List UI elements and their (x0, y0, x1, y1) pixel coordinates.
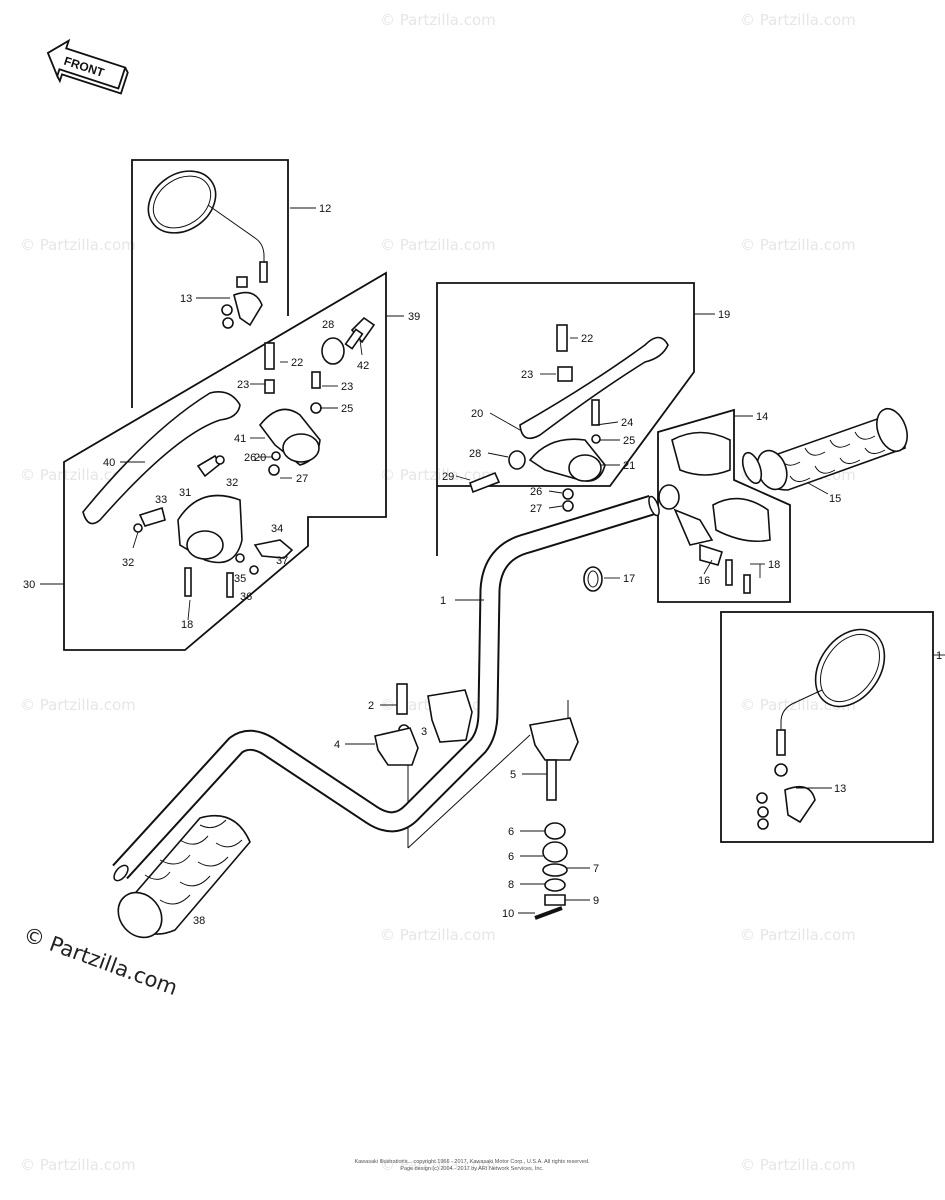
clamp-right-lower (529, 717, 579, 920)
frame-right-lever-assembly (436, 282, 695, 556)
callout-15: 15 (829, 493, 841, 505)
callout-2: 2 (368, 700, 374, 712)
front-arrow: FRONT (46, 38, 129, 95)
callout-33: 33 (155, 494, 167, 506)
callout-4: 4 (334, 739, 340, 751)
callout-3: 3 (421, 726, 427, 738)
watermark: © Partzilla.com (740, 1156, 856, 1174)
frame-left-switch-assembly (63, 271, 387, 651)
callout-9: 9 (593, 895, 599, 907)
left-lever (82, 391, 241, 525)
watermark: © Partzilla.com (740, 11, 856, 29)
callout-5: 5 (510, 769, 516, 781)
left-lever-holder (258, 342, 322, 476)
watermark: © Partzilla.com (380, 926, 496, 944)
footer: Kawasaki Illustrations... copyright 1966… (354, 1159, 590, 1172)
callout-16: 16 (698, 575, 710, 587)
callout-31: 31 (179, 487, 191, 499)
callout-22: 22 (581, 333, 593, 345)
watermark: © Partzilla.com (20, 1156, 136, 1174)
callout-23: 23 (521, 369, 533, 381)
callout-13: 13 (834, 783, 846, 795)
callout-21: 21 (623, 460, 635, 472)
callout-38: 38 (193, 915, 205, 927)
handlebar (112, 494, 660, 882)
callout-40: 40 (103, 457, 115, 469)
callout-26: 26 (244, 452, 256, 464)
callout-20: 20 (471, 408, 483, 420)
callout-23: 23 (341, 381, 353, 393)
callout-32: 32 (226, 477, 238, 489)
callout-24: 24 (621, 417, 633, 429)
frame-right-mirror (720, 611, 934, 843)
left-mirror-bracket (221, 276, 263, 329)
callout-34: 34 (271, 523, 283, 535)
callout-1: 1 (936, 650, 942, 662)
o-ring (583, 566, 603, 592)
callout-27: 27 (296, 473, 308, 485)
callout-28: 28 (322, 319, 334, 331)
callout-7: 7 (593, 863, 599, 875)
callout-12: 12 (319, 203, 331, 215)
watermark: © Partzilla.com (740, 236, 856, 254)
callout-25: 25 (623, 435, 635, 447)
callout-30: 30 (23, 579, 35, 591)
callout-6: 6 (508, 851, 514, 863)
watermark: © Partzilla.com (380, 11, 496, 29)
callout-10: 10 (502, 908, 514, 920)
callout-6: 6 (508, 826, 514, 838)
right-mirror (756, 628, 886, 830)
callout-19: 19 (718, 309, 730, 321)
leader-lines (40, 207, 945, 914)
footer-page-design: Page design (c) 2004 - 2017 by ARI Netwo… (400, 1166, 544, 1172)
right-lever (469, 324, 669, 512)
watermark: © Partzilla.com (740, 926, 856, 944)
watermark: © Partzilla.com (20, 236, 136, 254)
left-adjuster (321, 316, 376, 365)
callout-27: 27 (530, 503, 542, 515)
clamp-left (374, 683, 473, 766)
callout-29: 29 (442, 471, 454, 483)
callout-13: 13 (180, 293, 192, 305)
watermark-layer: © Partzilla.com © Partzilla.com © Partzi… (20, 11, 856, 1174)
callout-36: 36 (240, 591, 252, 603)
callout-35: 35 (234, 573, 246, 585)
callout-1: 1 (440, 595, 446, 607)
frame-throttle-housing (657, 408, 791, 603)
callout-25: 25 (341, 403, 353, 415)
callout-20: 20 (254, 452, 266, 464)
right-grip (741, 407, 908, 491)
callout-8: 8 (508, 879, 514, 891)
left-mirror (147, 170, 268, 283)
watermark: © Partzilla.com (380, 1156, 496, 1174)
callout-41: 41 (234, 433, 246, 445)
left-switch-housing (133, 454, 294, 598)
footer-copyright: Kawasaki Illustrations... copyright 1966… (354, 1159, 590, 1165)
callout-32: 32 (122, 557, 134, 569)
callout-28: 28 (469, 448, 481, 460)
watermark: © Partzilla.com (20, 466, 136, 484)
frame-left-mirror (131, 159, 289, 408)
watermark: © Partzilla.com (20, 696, 136, 714)
callout-labels: 12 13 39 28 42 22 23 23 25 41 26 27 40 3… (23, 203, 942, 927)
callout-42: 42 (357, 360, 369, 372)
left-grip (117, 814, 251, 939)
callout-37: 37 (276, 555, 288, 567)
callout-17: 17 (623, 573, 635, 585)
watermark: © Partzilla.com (380, 236, 496, 254)
throttle-housing (658, 431, 771, 594)
callout-18: 18 (768, 559, 780, 571)
callout-18: 18 (181, 619, 193, 631)
callout-26: 26 (530, 486, 542, 498)
callout-14: 14 (756, 411, 768, 423)
callout-23: 23 (237, 379, 249, 391)
callout-39: 39 (408, 311, 420, 323)
callout-22: 22 (291, 357, 303, 369)
